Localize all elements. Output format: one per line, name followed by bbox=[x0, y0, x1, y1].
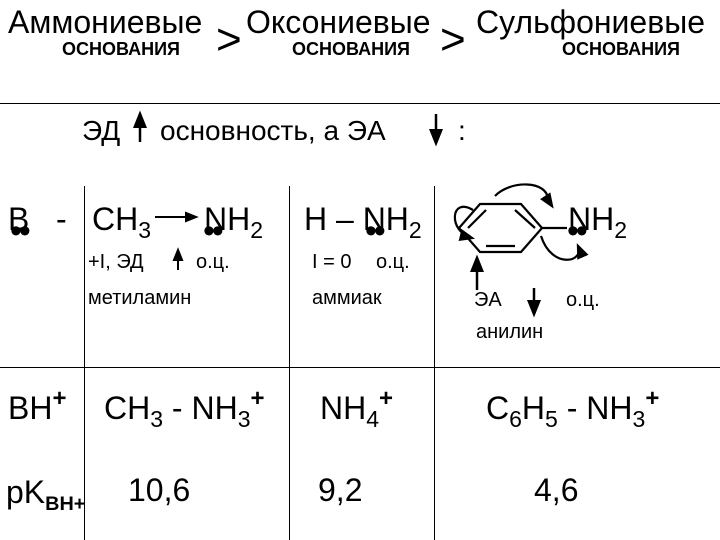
aniline-oc: о.ц. bbox=[566, 289, 600, 311]
column-divider-3 bbox=[434, 186, 435, 540]
aniline-lone-pair-dots: •• bbox=[567, 212, 588, 250]
methyl-ch-sub: 3 bbox=[138, 217, 152, 244]
greater-than-sign-2: > bbox=[440, 15, 466, 64]
ammonia-oc: о.ц. bbox=[376, 251, 410, 273]
ammonia-h-text: H – NH bbox=[304, 201, 409, 237]
column-divider-1 bbox=[84, 186, 85, 540]
conjugate-acid: BH+ bbox=[8, 386, 66, 426]
pk-aniline: 4,6 bbox=[534, 472, 579, 508]
benzene-ring-icon bbox=[453, 183, 589, 261]
bh-plus: + bbox=[52, 384, 67, 412]
aniline-ea: ЭА bbox=[474, 289, 502, 311]
ed-label: ЭД bbox=[82, 115, 121, 146]
methylammonium-b-sub: 3 bbox=[237, 406, 251, 433]
basicity-trend-text: основность, а ЭА bbox=[160, 115, 386, 146]
anilinium-plus: + bbox=[645, 384, 660, 412]
anilinium-b: H bbox=[521, 390, 546, 426]
header-ammonium-subtitle: ОСНОВАНИЯ bbox=[62, 39, 180, 59]
ammonium: NH4+ bbox=[320, 386, 393, 430]
ammonia-formula: H – NH2 bbox=[304, 201, 422, 242]
colon: : bbox=[458, 115, 466, 146]
header-divider bbox=[0, 103, 720, 104]
aniline-nh2: NH2 bbox=[568, 201, 627, 242]
methyl-oc: о.ц. bbox=[196, 251, 230, 273]
methylammonium-a: CH bbox=[104, 390, 151, 426]
aniline-name: анилин bbox=[476, 321, 544, 343]
methyl-nh2: NH2 bbox=[204, 201, 263, 242]
methylammonium-a-sub: 3 bbox=[150, 406, 164, 433]
anilinium-c: - NH bbox=[557, 390, 633, 426]
header-sulfonium-title: Сульфониевые bbox=[476, 4, 706, 40]
methylammonium-b: - NH bbox=[163, 390, 238, 426]
aniline-nh-text: NH bbox=[568, 201, 615, 237]
methyl-ch-text: CH bbox=[92, 201, 139, 237]
pk-sub: BH+ bbox=[45, 492, 86, 515]
header-ammonium-title: Аммониевые bbox=[8, 4, 203, 40]
pk-ammonia: 9,2 bbox=[318, 472, 363, 508]
ammonium-a-sub: 4 bbox=[366, 406, 380, 433]
anilinium: C6H5 - NH3+ bbox=[486, 386, 659, 430]
bh-text: BH bbox=[8, 390, 53, 426]
anilinium-a-sub: 6 bbox=[509, 406, 522, 433]
header-oxonium-subtitle: ОСНОВАНИЯ bbox=[292, 39, 410, 59]
anilinium-c-sub: 3 bbox=[632, 406, 646, 433]
ammonia-name: аммиак bbox=[312, 287, 382, 309]
methyl-effect: +I, ЭД bbox=[88, 251, 144, 273]
header-oxonium-title: Оксониевые bbox=[246, 4, 431, 40]
methylamine-name: метиламин bbox=[88, 287, 192, 309]
methyl-ch3: CH3 bbox=[92, 201, 151, 242]
methyl-lone-pair-dots: •• bbox=[203, 212, 224, 250]
bond-dash: - bbox=[56, 201, 67, 237]
row-divider bbox=[0, 367, 720, 368]
methylammonium: CH3 - NH3+ bbox=[104, 386, 265, 430]
header-sulfonium-subtitle: ОСНОВАНИЯ bbox=[562, 39, 680, 59]
anilinium-a: C bbox=[486, 390, 510, 426]
aniline-nh-sub: 2 bbox=[614, 217, 628, 244]
pk-methylamine: 10,6 bbox=[128, 472, 191, 508]
greater-than-sign-1: > bbox=[216, 15, 242, 64]
ammonium-plus: + bbox=[379, 384, 394, 412]
ammonia-h-sub: 2 bbox=[408, 217, 422, 244]
ammonia-effect: I = 0 bbox=[312, 251, 352, 273]
ammonium-a: NH bbox=[320, 390, 367, 426]
column-divider-2 bbox=[289, 186, 290, 540]
anilinium-b-sub: 5 bbox=[545, 406, 558, 433]
lone-pair-dots: •• bbox=[10, 212, 31, 250]
methyl-nh-text: NH bbox=[204, 201, 251, 237]
ammonia-lone-pair-dots: •• bbox=[365, 212, 386, 250]
methylammonium-plus: + bbox=[250, 384, 265, 412]
pk-label: pKBH+ bbox=[6, 474, 85, 514]
methyl-nh-sub: 2 bbox=[250, 217, 264, 244]
pk-text: pK bbox=[6, 474, 46, 510]
base-symbol: B bbox=[8, 201, 30, 237]
